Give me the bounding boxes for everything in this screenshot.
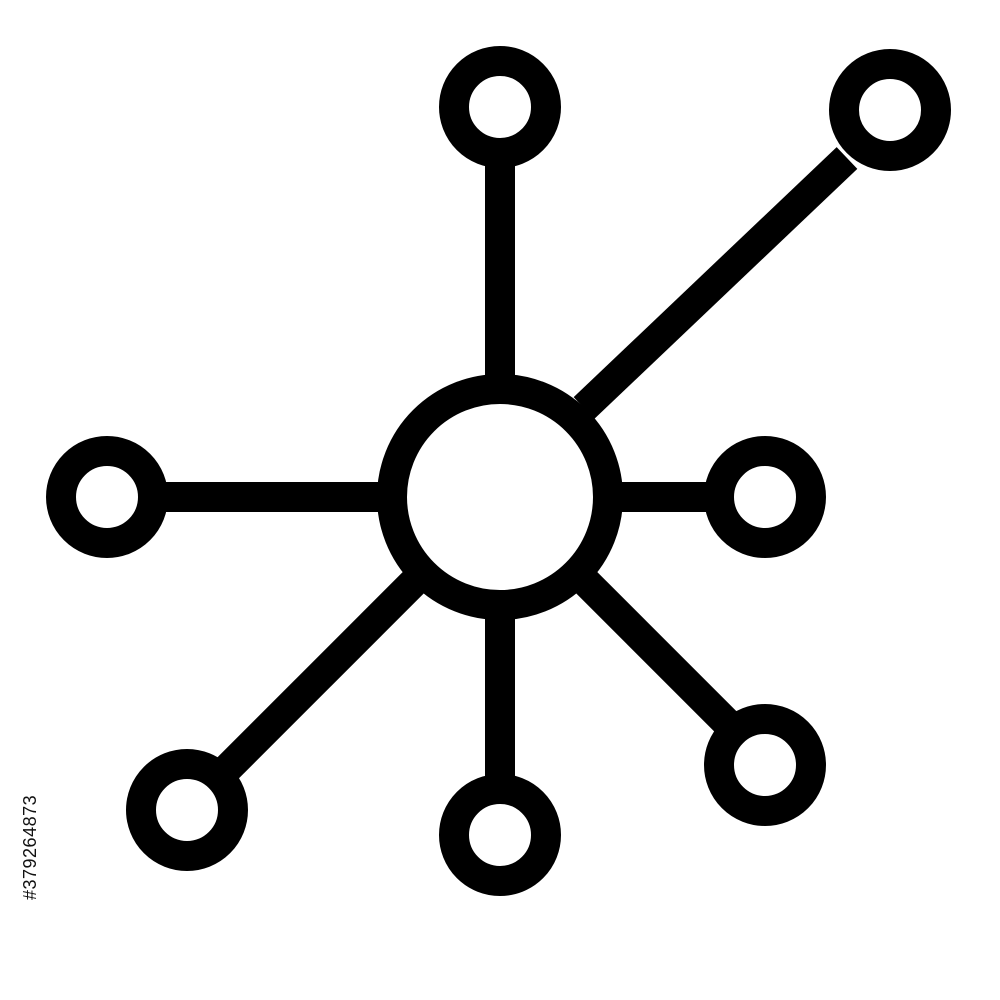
stock-id-label: #379264873 bbox=[20, 794, 40, 900]
node-bottom-left bbox=[126, 749, 248, 871]
spoke-bottom-left bbox=[217, 571, 425, 779]
spoke-bottom-right bbox=[575, 571, 739, 735]
hub-node bbox=[377, 374, 623, 620]
node-top-right bbox=[829, 49, 951, 171]
node-bottom-right bbox=[704, 704, 826, 826]
spoke-top-right bbox=[573, 147, 858, 419]
node-top bbox=[439, 46, 561, 168]
node-bottom bbox=[439, 774, 561, 896]
node-right bbox=[704, 436, 826, 558]
node-left bbox=[46, 436, 168, 558]
